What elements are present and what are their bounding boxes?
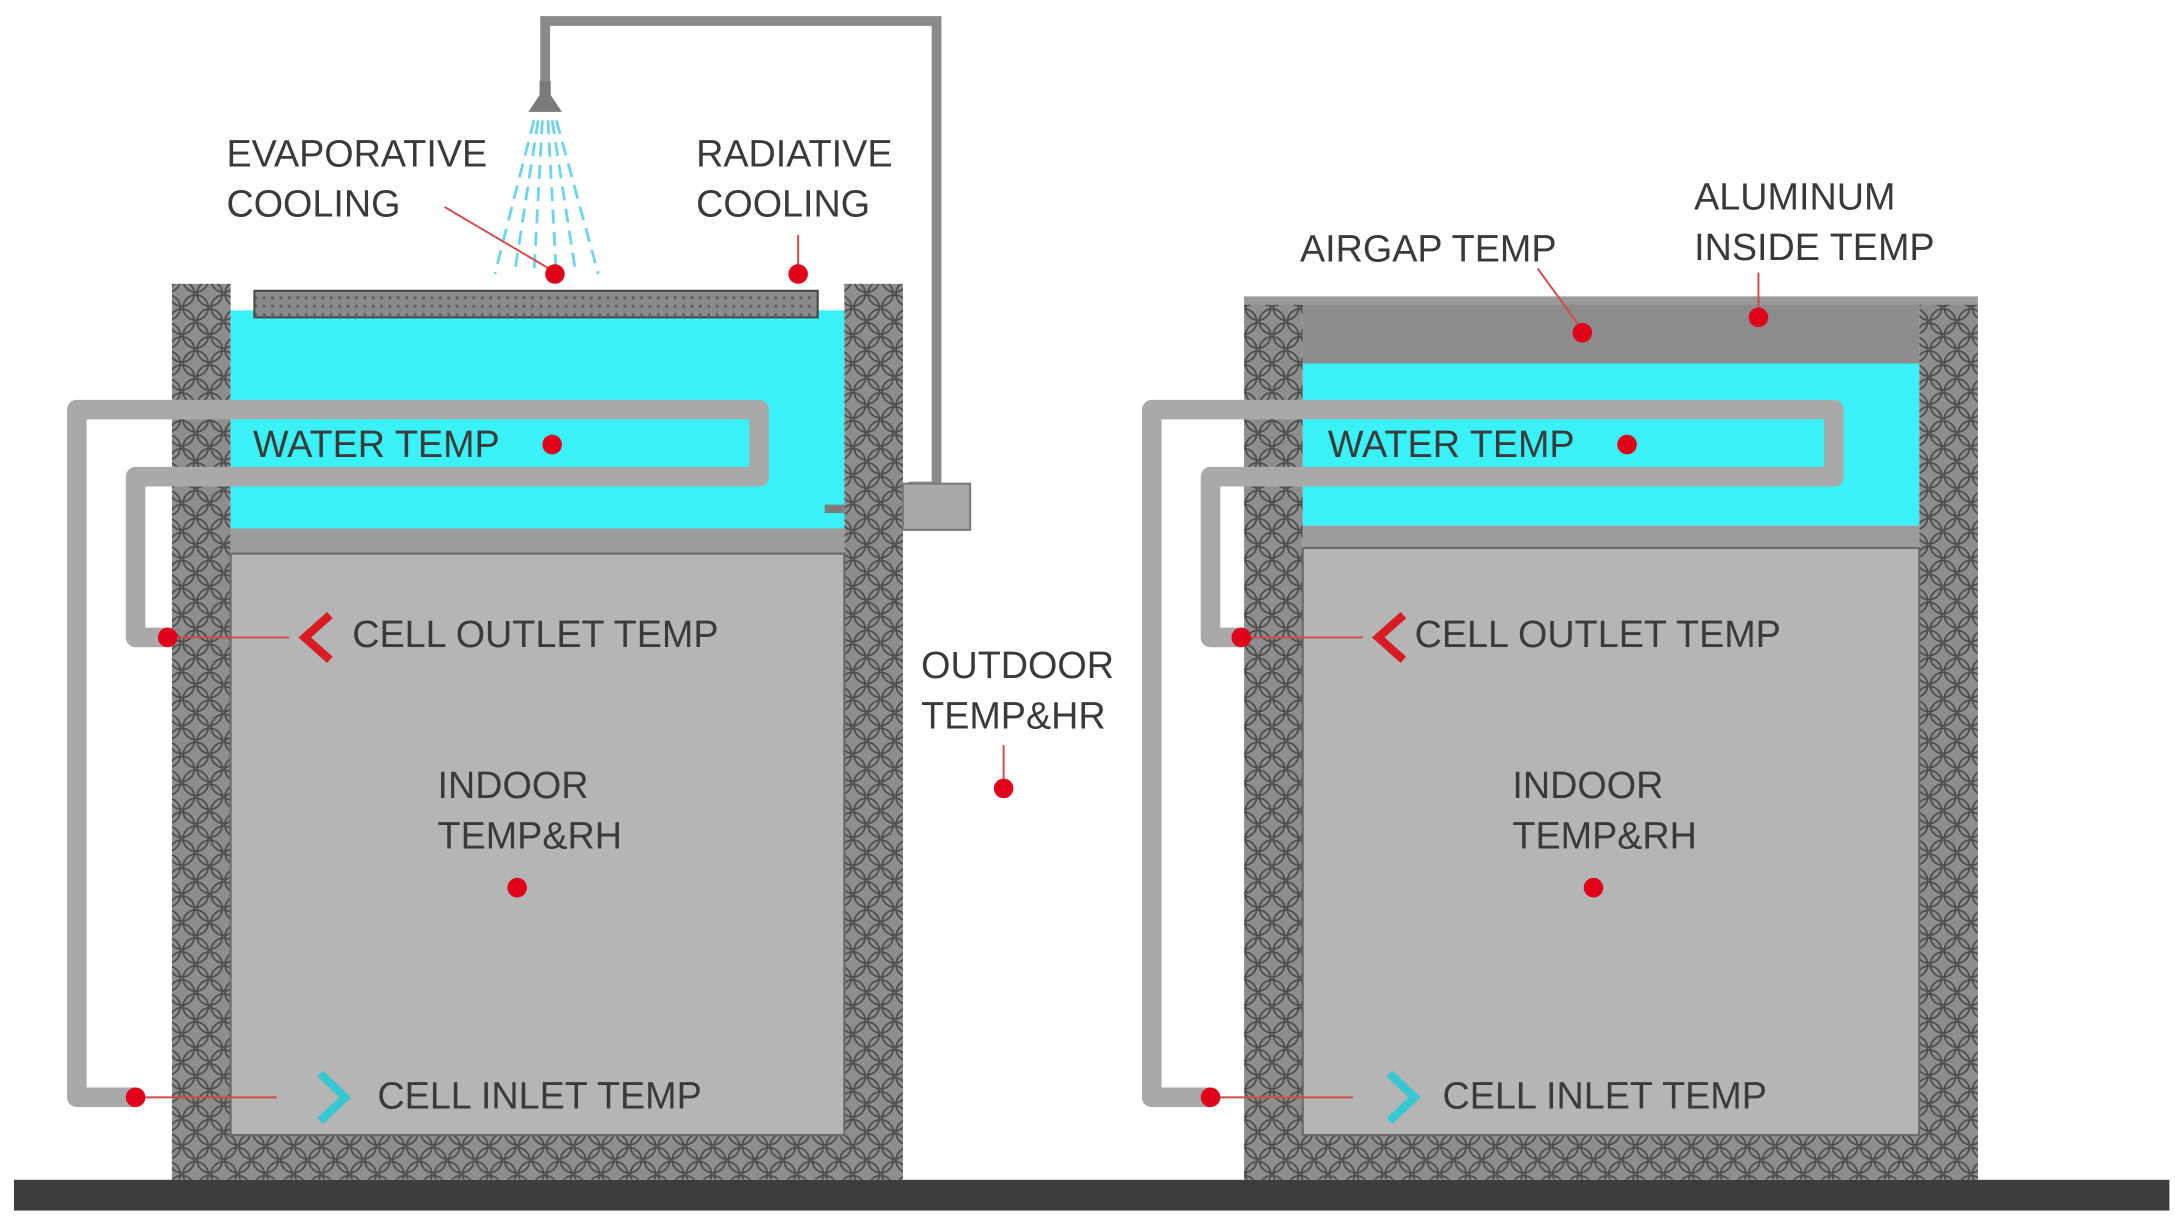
- right-cell-floor: [1244, 1135, 1978, 1180]
- right-water-pipe: [1142, 399, 1844, 1108]
- right-cell-wall-left: [1244, 304, 1303, 1180]
- label-outlet-right: CELL OUTLET TEMP: [1415, 613, 1781, 655]
- right-cell-slab: [1302, 525, 1920, 548]
- pump-box: [901, 482, 972, 531]
- chevron-right-icon: [317, 1070, 352, 1125]
- left-cell-radiator-plate: [253, 289, 819, 319]
- left-cell: [171, 283, 903, 1180]
- label-outdoor-line1: OUTDOOR: [921, 644, 1114, 686]
- sensor-airgap: [1572, 322, 1593, 343]
- right-cell: [1244, 296, 1978, 1180]
- sensor-outlet-right: [1231, 627, 1252, 648]
- label-evaporative-line2: COOLING: [226, 183, 400, 225]
- sensor-inlet-left: [125, 1087, 146, 1108]
- label-water-temp-right: WATER TEMP: [1328, 423, 1575, 465]
- sensor-outdoor: [993, 778, 1014, 799]
- label-outlet-left: CELL OUTLET TEMP: [352, 613, 718, 655]
- right-cell-airgap: [1302, 304, 1920, 364]
- chevron-left-icon: [1371, 611, 1407, 663]
- chevron-left-icon: [298, 611, 333, 663]
- ground-line: [13, 1179, 2170, 1211]
- label-aluminum-line2: INSIDE TEMP: [1694, 226, 1934, 268]
- label-outdoor-line2: TEMP&HR: [921, 694, 1106, 736]
- left-cell-wall-left: [171, 283, 231, 1180]
- right-cell-interior: [1301, 546, 1921, 1137]
- sensor-indoor-right: [1583, 877, 1604, 898]
- label-aluminum-line1: ALUMINUM: [1694, 176, 1895, 218]
- sensor-water-right: [1617, 434, 1637, 455]
- sensors: [125, 264, 1769, 1108]
- right-cell-lid: [1244, 296, 1978, 308]
- label-radiative-line2: COOLING: [696, 183, 870, 225]
- label-indoor-left-line1: INDOOR: [438, 764, 589, 806]
- label-inlet-right: CELL INLET TEMP: [1443, 1075, 1767, 1117]
- spray-droplets: [493, 119, 600, 275]
- left-cell-drain: [824, 504, 845, 514]
- sensor-indoor-left: [507, 877, 527, 898]
- right-cell-water: [1302, 363, 1920, 526]
- sensor-aluminum: [1748, 307, 1769, 328]
- sensor-water-left: [542, 434, 562, 455]
- right-cell-wall-right: [1919, 304, 1978, 1180]
- left-water-pipe: [67, 399, 769, 1108]
- left-cell-slab: [230, 528, 845, 554]
- label-indoor-right-line2: TEMP&RH: [1512, 815, 1696, 857]
- label-indoor-right-line1: INDOOR: [1512, 764, 1663, 806]
- leader-lines: [135, 206, 1760, 1099]
- sensor-radiative: [788, 264, 808, 284]
- label-water-temp-left: WATER TEMP: [253, 423, 500, 465]
- left-cell-floor: [171, 1135, 903, 1180]
- sensor-inlet-right: [1200, 1087, 1221, 1108]
- label-evaporative-line1: EVAPORATIVE: [226, 132, 487, 174]
- left-cell-interior: [229, 552, 846, 1137]
- spray-nozzle-icon: [528, 81, 562, 112]
- chevron-right-icon: [1386, 1070, 1421, 1125]
- sensor-outlet-left: [157, 627, 178, 648]
- sensor-evaporative: [545, 264, 565, 284]
- label-inlet-left: CELL INLET TEMP: [377, 1075, 701, 1117]
- label-radiative-line1: RADIATIVE: [696, 132, 892, 174]
- left-cell-wall-right: [844, 283, 903, 1180]
- label-indoor-left-line2: TEMP&RH: [438, 815, 623, 857]
- label-airgap: AIRGAP TEMP: [1300, 227, 1557, 269]
